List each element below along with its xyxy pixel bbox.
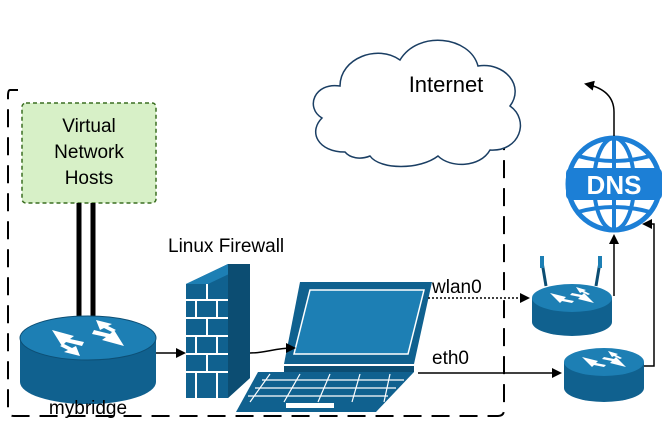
dns-label: DNS xyxy=(587,170,642,200)
router-icon xyxy=(564,348,644,402)
hosts-to-bridge-link xyxy=(76,203,96,318)
virtual-hosts-line-2: Network xyxy=(54,142,124,163)
firewall-label: Linux Firewall xyxy=(168,236,284,257)
wireless-router-icon xyxy=(532,256,612,336)
eth-label: eth0 xyxy=(432,348,469,369)
virtual-hosts-line-1: Virtual xyxy=(62,116,116,137)
laptop-icon xyxy=(236,282,432,412)
router-to-dns-arrow xyxy=(642,219,655,367)
dns-globe-icon xyxy=(565,135,662,233)
dns-to-internet-arrow xyxy=(584,80,615,136)
virtual-hosts-line-3: Hosts xyxy=(65,168,114,189)
internet-label: Internet xyxy=(409,72,484,97)
cloud-icon xyxy=(312,39,521,168)
router-icon xyxy=(19,315,157,404)
firewall-to-laptop-arrow xyxy=(249,343,296,354)
firewall-icon xyxy=(186,264,250,398)
virtual-network-hosts-box xyxy=(21,102,157,204)
bridge-label: mybridge xyxy=(49,398,127,419)
wlan-label: wlan0 xyxy=(431,277,482,298)
